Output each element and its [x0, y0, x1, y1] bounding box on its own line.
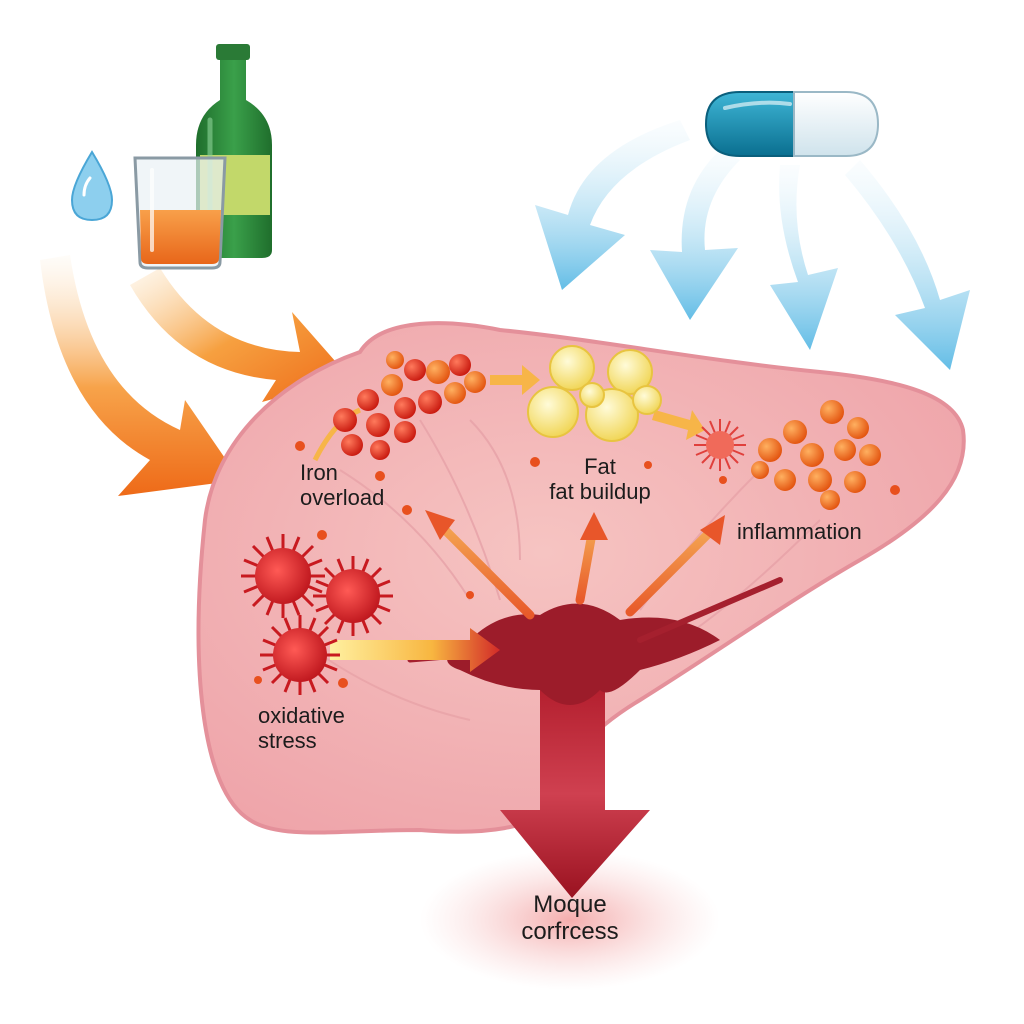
virus-icon [260, 615, 340, 695]
iron-overload-line2: overload [300, 484, 385, 510]
oxidative-stress-line1: oxidative [258, 703, 345, 728]
virus-icon [694, 419, 746, 471]
flow-arrow-small [490, 365, 540, 395]
flow-arrow [330, 628, 500, 672]
fat-label-line1: Fat [584, 454, 616, 479]
bottom-glow [420, 850, 720, 990]
iron-cell-cluster [333, 351, 486, 460]
water-drop-icon [70, 150, 114, 222]
virus-icon [241, 534, 325, 618]
scattered-dots [254, 441, 900, 688]
down-arrow [500, 690, 650, 898]
inflamed-cell-cluster [751, 400, 881, 510]
pill-icon [704, 91, 880, 157]
fat-label-line2: fat buildup [549, 478, 651, 504]
virus-icon [313, 556, 393, 636]
scar-lesion [447, 603, 720, 705]
oxidative-stress-line2: stress [258, 727, 317, 753]
inflammation-label: inflammation [737, 519, 862, 544]
medication-arrows [535, 120, 970, 370]
alcohol-arrows [40, 255, 350, 496]
oxidative-stress-label: oxidative stress [258, 703, 345, 753]
fat-globules [527, 345, 662, 442]
glass-icon [133, 156, 227, 270]
bottom-label-line2: corfrcess [521, 917, 619, 945]
bottom-outcome-label: Moque corfrcess [470, 891, 670, 946]
iron-overload-line1: Iron [300, 460, 338, 485]
flow-arrow-small [652, 410, 705, 440]
iron-overload-label: Iron overload [300, 460, 385, 510]
fat-buildup-label: Fat fat buildup [490, 454, 710, 504]
bottom-label-line1: Moque [533, 891, 607, 918]
